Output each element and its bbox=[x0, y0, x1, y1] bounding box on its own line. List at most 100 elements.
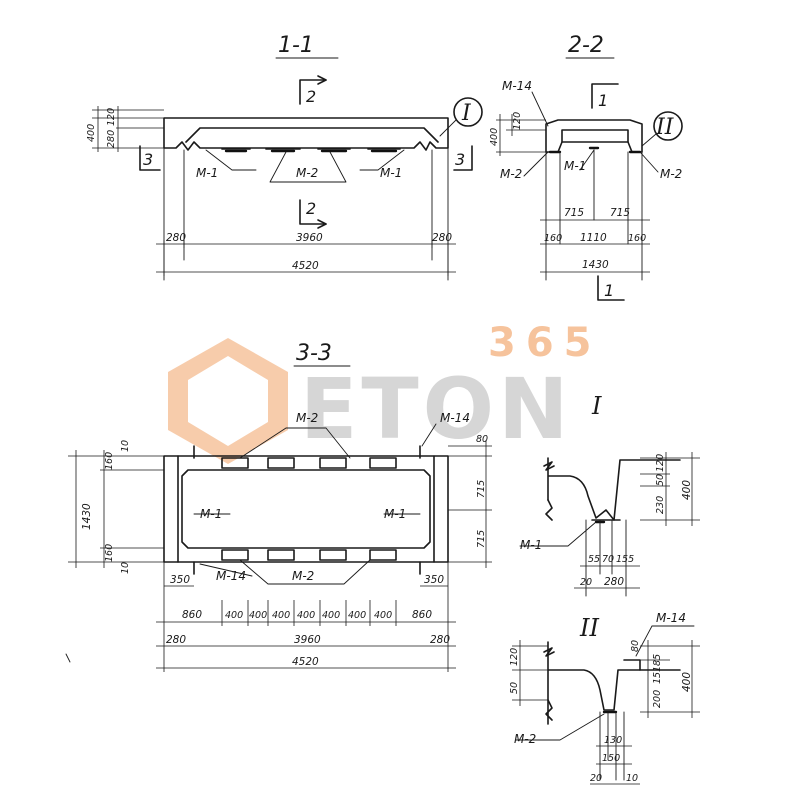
dim-33-160a: 160 bbox=[104, 452, 115, 470]
watermark-logo-icon bbox=[168, 338, 288, 464]
dim-II-200: 200 bbox=[652, 690, 663, 708]
watermark-number: 365 bbox=[488, 320, 602, 366]
dim-33-400-3: 400 bbox=[272, 610, 290, 621]
watermark: 365 ETON bbox=[168, 320, 602, 464]
label-m1-right-3-3: М-1 bbox=[384, 507, 406, 521]
dim-II-15: 15 bbox=[652, 672, 663, 684]
cut-mark-1-top: 1 bbox=[598, 91, 608, 110]
label-m14-2-2: М-14 bbox=[502, 79, 532, 93]
dim-I-120: 120 bbox=[655, 454, 666, 472]
dim-33-400-1: 400 bbox=[225, 610, 243, 621]
dim-22-715a: 715 bbox=[564, 207, 584, 219]
dim-II-50: 50 bbox=[509, 682, 520, 694]
label-m14-detail-II: М-14 bbox=[656, 611, 686, 625]
dim-33-4520: 4520 bbox=[292, 656, 319, 668]
dim-22-1110: 1110 bbox=[580, 232, 607, 244]
dim-I-230: 230 bbox=[655, 496, 666, 514]
dim-33-280b: 280 bbox=[430, 634, 450, 646]
detail-I-outline bbox=[547, 457, 681, 521]
label-m2-top-3-3: М-2 bbox=[296, 411, 318, 425]
label-m14-bottom-3-3: М-14 bbox=[216, 569, 246, 583]
label-m1-left-3-3: М-1 bbox=[200, 507, 222, 521]
dim-33-350-right: 350 bbox=[424, 574, 444, 586]
section-1-1: 1-1 2 М-1 М-2 М-1 3 3 I 2 bbox=[86, 33, 483, 281]
dim-11-right280: 280 bbox=[432, 232, 452, 244]
cut-mark-3-left: 3 bbox=[143, 150, 153, 169]
beam-outline-1-1 bbox=[163, 117, 449, 151]
cut-mark-2-top: 2 bbox=[306, 87, 316, 106]
cut-mark-3-right: 3 bbox=[455, 150, 465, 169]
section-2-2: 2-2 1 М-14 М-2 М-1 М-2 II 400 120 715 71… bbox=[489, 33, 683, 301]
dim-I-155: 155 bbox=[616, 554, 634, 565]
plan-outer bbox=[163, 455, 449, 563]
dim-II-185: 185 bbox=[652, 654, 663, 672]
label-m2-detail-II: М-2 bbox=[514, 732, 536, 746]
dim-33-350-left: 350 bbox=[170, 574, 190, 586]
dim-33-1430: 1430 bbox=[81, 503, 93, 530]
section-3-3: 3-3 М-2 М-14 М-1 М-1 М-14 М-2 1430 160 1… bbox=[68, 341, 492, 672]
dim-I-20: 20 bbox=[580, 577, 592, 588]
dim-II-150: 150 bbox=[602, 753, 620, 764]
label-m2-1-1: М-2 bbox=[296, 166, 318, 180]
watermark-word: ETON bbox=[300, 360, 572, 458]
label-m14-top-3-3: М-14 bbox=[440, 411, 470, 425]
dim-II-120: 120 bbox=[509, 648, 520, 666]
dim-33-715b: 715 bbox=[476, 530, 487, 548]
dim-33-400-5: 400 bbox=[322, 610, 340, 621]
dim-I-55: 55 bbox=[588, 554, 600, 565]
section-title-3-3: 3-3 bbox=[296, 341, 332, 366]
dim-11-left280: 280 bbox=[166, 232, 186, 244]
dim-22-715b: 715 bbox=[610, 207, 630, 219]
dim-11-h120: 120 bbox=[106, 108, 117, 126]
dim-33-280a: 280 bbox=[166, 634, 186, 646]
label-m1-left-1-1: М-1 bbox=[196, 166, 218, 180]
dim-I-50: 50 bbox=[655, 474, 666, 486]
dim-22-160a: 160 bbox=[544, 233, 562, 244]
dim-11-h280: 280 bbox=[106, 130, 117, 148]
dim-33-400-2: 400 bbox=[249, 610, 267, 621]
cut-mark-1-bottom: 1 bbox=[604, 281, 614, 300]
dim-11-4520: 4520 bbox=[292, 260, 319, 272]
cut-mark-2-bottom: 2 bbox=[306, 199, 316, 218]
dim-II-130: 130 bbox=[604, 735, 622, 746]
dim-II-80: 80 bbox=[630, 640, 641, 652]
dim-22-h120: 120 bbox=[512, 112, 523, 130]
dim-33-400-4: 400 bbox=[297, 610, 315, 621]
dim-33-160b: 160 bbox=[104, 544, 115, 562]
label-m2-left-2-2: М-2 bbox=[500, 167, 522, 181]
dim-11-h400: 400 bbox=[86, 124, 97, 142]
dim-II-10: 10 bbox=[626, 773, 638, 784]
dim-22-160b: 160 bbox=[628, 233, 646, 244]
label-m1-right-1-1: М-1 bbox=[380, 166, 402, 180]
label-m1-detail-I: М-1 bbox=[520, 538, 542, 552]
label-m2-right-2-2: М-2 bbox=[660, 167, 682, 181]
detail-title-I: I bbox=[591, 392, 602, 420]
dim-I-70: 70 bbox=[602, 554, 614, 565]
dim-33-715a: 715 bbox=[476, 480, 487, 498]
dim-33-860a: 860 bbox=[182, 609, 202, 621]
detail-I: I М-1 120 50 230 400 55 70 155 20 280 bbox=[519, 392, 700, 597]
dim-II-20: 20 bbox=[590, 773, 602, 784]
dim-33-3960: 3960 bbox=[294, 634, 321, 646]
label-m1-2-2: М-1 bbox=[564, 159, 586, 173]
dim-33-80: 80 bbox=[476, 434, 488, 445]
label-m2-bottom-3-3: М-2 bbox=[292, 569, 314, 583]
callout-detail-II: II bbox=[655, 115, 675, 140]
dim-33-400-6: 400 bbox=[348, 610, 366, 621]
dim-33-10a: 10 bbox=[120, 440, 131, 452]
stray-mark bbox=[65, 653, 71, 663]
callout-detail-I: I bbox=[461, 101, 472, 126]
dim-22-1430: 1430 bbox=[582, 259, 609, 271]
detail-II: II М-2 М-14 120 50 80 185 15 200 400 130… bbox=[509, 611, 700, 785]
section-title-2-2: 2-2 bbox=[568, 33, 604, 58]
dim-I-400: 400 bbox=[681, 480, 693, 500]
dim-22-h400: 400 bbox=[489, 128, 500, 146]
dim-33-10b: 10 bbox=[120, 562, 131, 574]
dim-33-860b: 860 bbox=[412, 609, 432, 621]
dim-I-280: 280 bbox=[604, 576, 624, 588]
detail-title-II: II bbox=[579, 614, 599, 642]
dim-II-400: 400 bbox=[681, 672, 693, 692]
section-title-1-1: 1-1 bbox=[278, 33, 314, 58]
dim-33-400-7: 400 bbox=[374, 610, 392, 621]
